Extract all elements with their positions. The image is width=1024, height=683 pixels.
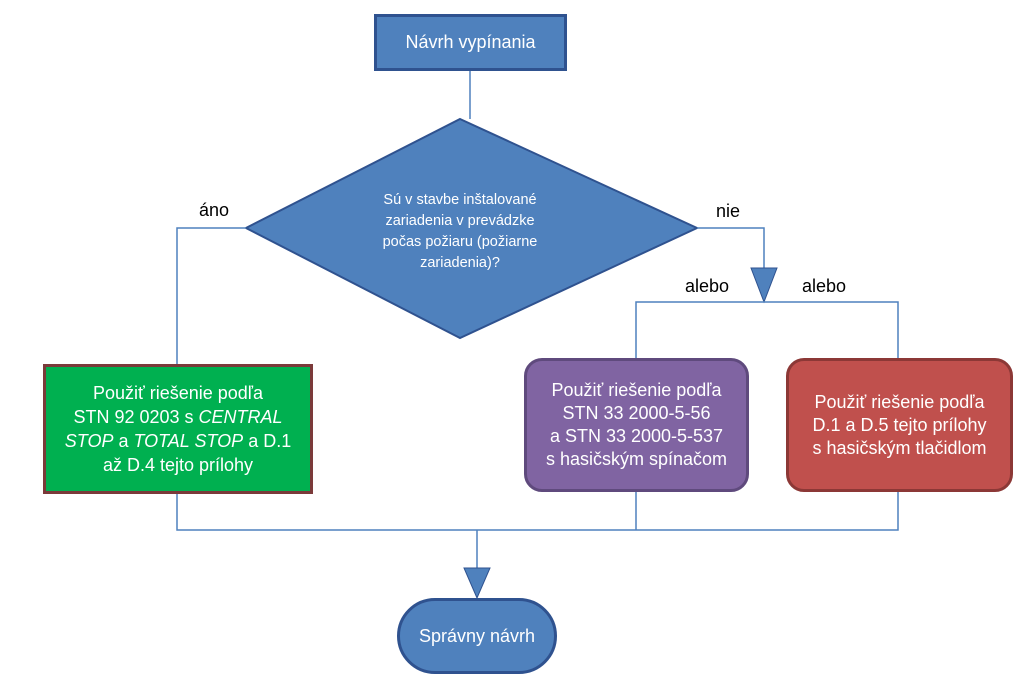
green-line-3-b: a: [113, 431, 134, 451]
decision-line-4: zariadenia)?: [420, 255, 500, 271]
red-line-1: Použiť riešenie podľa: [814, 391, 985, 412]
green-line-3-d: a D.1: [243, 431, 292, 451]
decision-diamond: [243, 117, 700, 340]
red-box-text: Použiť riešenie podľa D.1 a D.5 tejto pr…: [812, 391, 986, 460]
green-line-3: STOP a TOTAL STOP a D.1: [65, 429, 291, 453]
arrow-no-branch: [750, 267, 778, 304]
green-line-1: Použiť riešenie podľa: [92, 383, 264, 403]
green-box-text: Použiť riešenie podľa STN 92 0203 s CENT…: [65, 381, 291, 477]
label-no: nie: [716, 201, 741, 221]
red-solution-box: Použiť riešenie podľa D.1 a D.5 tejto pr…: [786, 358, 1013, 492]
purple-line-4: s hasičským spínačom: [545, 449, 728, 469]
start-node-label: Návrh vypínania: [405, 32, 536, 52]
red-line-2: D.1 a D.5 tejto prílohy: [812, 414, 987, 435]
purple-line-3: a STN 33 2000-5-537: [549, 426, 724, 446]
decision-line-2: zariadenia v prevádzke: [385, 213, 535, 229]
decision-text: Sú v stavbe inštalované zariadenia v pre…: [344, 190, 576, 274]
connector-merge: [176, 492, 899, 531]
end-node: Správny návrh: [397, 598, 557, 674]
green-line-2-a: STN 92 0203 s: [73, 407, 199, 427]
connector-or-split: [635, 301, 899, 358]
purple-solution-box: Použiť riešenie podľa STN 33 2000-5-56 a…: [524, 358, 749, 492]
green-line-3-c: TOTAL STOP: [133, 431, 244, 451]
connector-no-branch: [697, 227, 765, 268]
label-or-right: alebo: [802, 276, 847, 296]
start-node: Návrh vypínania: [374, 14, 567, 71]
red-line-3: s hasičským tlačidlom: [812, 437, 987, 458]
green-line-4: až D.4 tejto prílohy: [102, 455, 254, 475]
connector-yes-branch: [176, 227, 246, 364]
arrow-to-end: [463, 567, 491, 600]
label-or-left: alebo: [685, 276, 730, 296]
green-line-2: STN 92 0203 s CENTRAL: [65, 405, 291, 429]
purple-line-2: STN 33 2000-5-56: [562, 403, 711, 423]
green-line-3-a: STOP: [64, 431, 114, 451]
label-yes: áno: [199, 200, 230, 220]
decision-line-1: Sú v stavbe inštalované: [383, 192, 537, 208]
decision-line-3: počas požiaru (požiarne: [382, 234, 538, 250]
purple-line-1: Použiť riešenie podľa: [551, 380, 722, 400]
green-line-2-b: CENTRAL: [198, 407, 283, 427]
green-solution-box: Použiť riešenie podľa STN 92 0203 s CENT…: [43, 364, 313, 494]
purple-box-text: Použiť riešenie podľa STN 33 2000-5-56 a…: [546, 379, 727, 471]
end-node-label: Správny návrh: [418, 625, 536, 646]
